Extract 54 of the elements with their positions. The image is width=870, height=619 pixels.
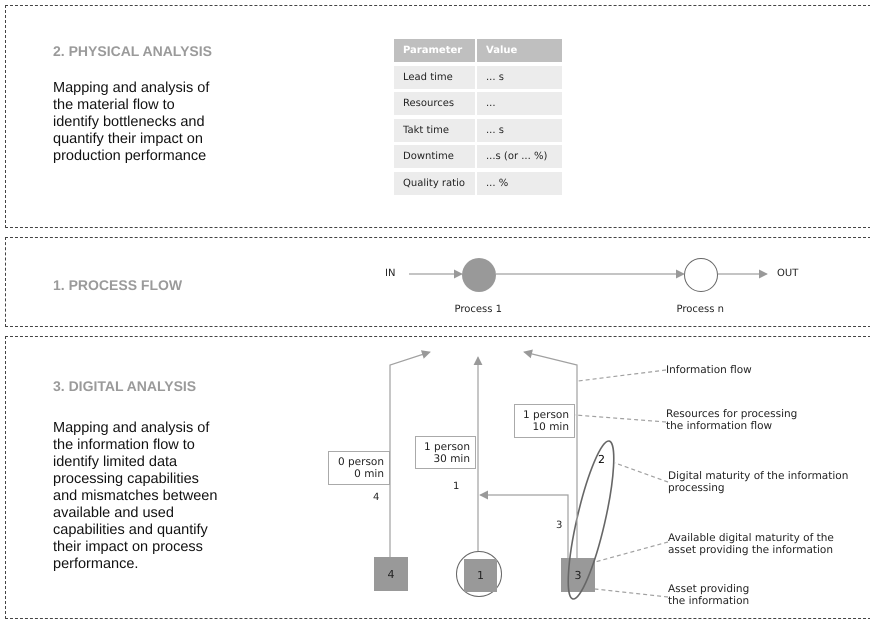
arrow (409, 270, 463, 278)
table-cell: Quality ratio (394, 172, 475, 194)
arrow (718, 270, 768, 278)
arrow (474, 356, 482, 551)
table-header-cell: Value (477, 39, 562, 62)
table-cell: ... % (477, 172, 562, 194)
highlight-circle (456, 551, 502, 597)
annotation-text: Resources for processing the information flow (666, 408, 806, 434)
asset-square: 1 (464, 559, 497, 592)
edge-label: 4 (372, 492, 380, 503)
maturity-ellipse (567, 439, 615, 601)
flow-text: OUT (767, 268, 803, 282)
resource-box: 1 person 30 min (415, 436, 476, 469)
table-cell: ...s (or ... %) (477, 145, 562, 168)
edge-label: 3 (555, 520, 564, 531)
flow-text: IN (385, 268, 409, 282)
leader-line (614, 462, 668, 483)
annotation-text: Asset providing the information (668, 583, 768, 609)
section-description: Mapping and analysis of the information flow to identify limited data processing capabilities and mismatches between available and used capabilities and quantify their impact on process performance. (53, 420, 218, 573)
table-cell: Takt time (394, 118, 475, 142)
resource-box: 1 person 10 min (514, 404, 575, 438)
table-cell: ... (477, 92, 562, 115)
process-label: Process n (676, 304, 724, 316)
annotation-text: Information flow (666, 364, 816, 377)
process-circle (462, 258, 496, 292)
section-heading: 1. PROCESS FLOW (53, 277, 182, 293)
annotation-text: Digital maturity of the information processing (668, 470, 853, 496)
leader-line (594, 541, 668, 563)
asset-square: 3 (561, 558, 595, 592)
arrow (479, 490, 569, 558)
ellipse-number: 2 (598, 453, 605, 466)
arrow (523, 350, 578, 558)
edge-label: 1 (452, 481, 460, 492)
table-cell: Downtime (394, 145, 475, 168)
leader-line (578, 369, 666, 382)
dashed-section-frame (5, 336, 870, 619)
section-description: Mapping and analysis of the material flow to identify bottlenecks and quantify their impact on production performance (53, 80, 210, 165)
process-label: Process 1 (454, 304, 502, 316)
process-circle (684, 258, 718, 292)
table-cell: Resources (394, 92, 475, 115)
dashed-section-frame (5, 5, 870, 228)
dashed-section-frame (5, 237, 870, 327)
table-cell: ... s (477, 118, 562, 142)
section-heading: 3. DIGITAL ANALYSIS (53, 378, 196, 394)
leader-line (594, 588, 668, 598)
resource-box: 0 person 0 min (328, 451, 390, 485)
section-heading: 2. PHYSICAL ANALYSIS (53, 43, 212, 59)
asset-square: 4 (374, 557, 408, 591)
table-cell: Lead time (394, 66, 475, 88)
table-cell: ... s (477, 66, 562, 88)
arrow (389, 350, 431, 557)
table-header-cell: Parameter (394, 39, 475, 62)
annotation-text: Available digital maturity of the asset providing the information (668, 532, 853, 558)
arrow (496, 270, 685, 278)
